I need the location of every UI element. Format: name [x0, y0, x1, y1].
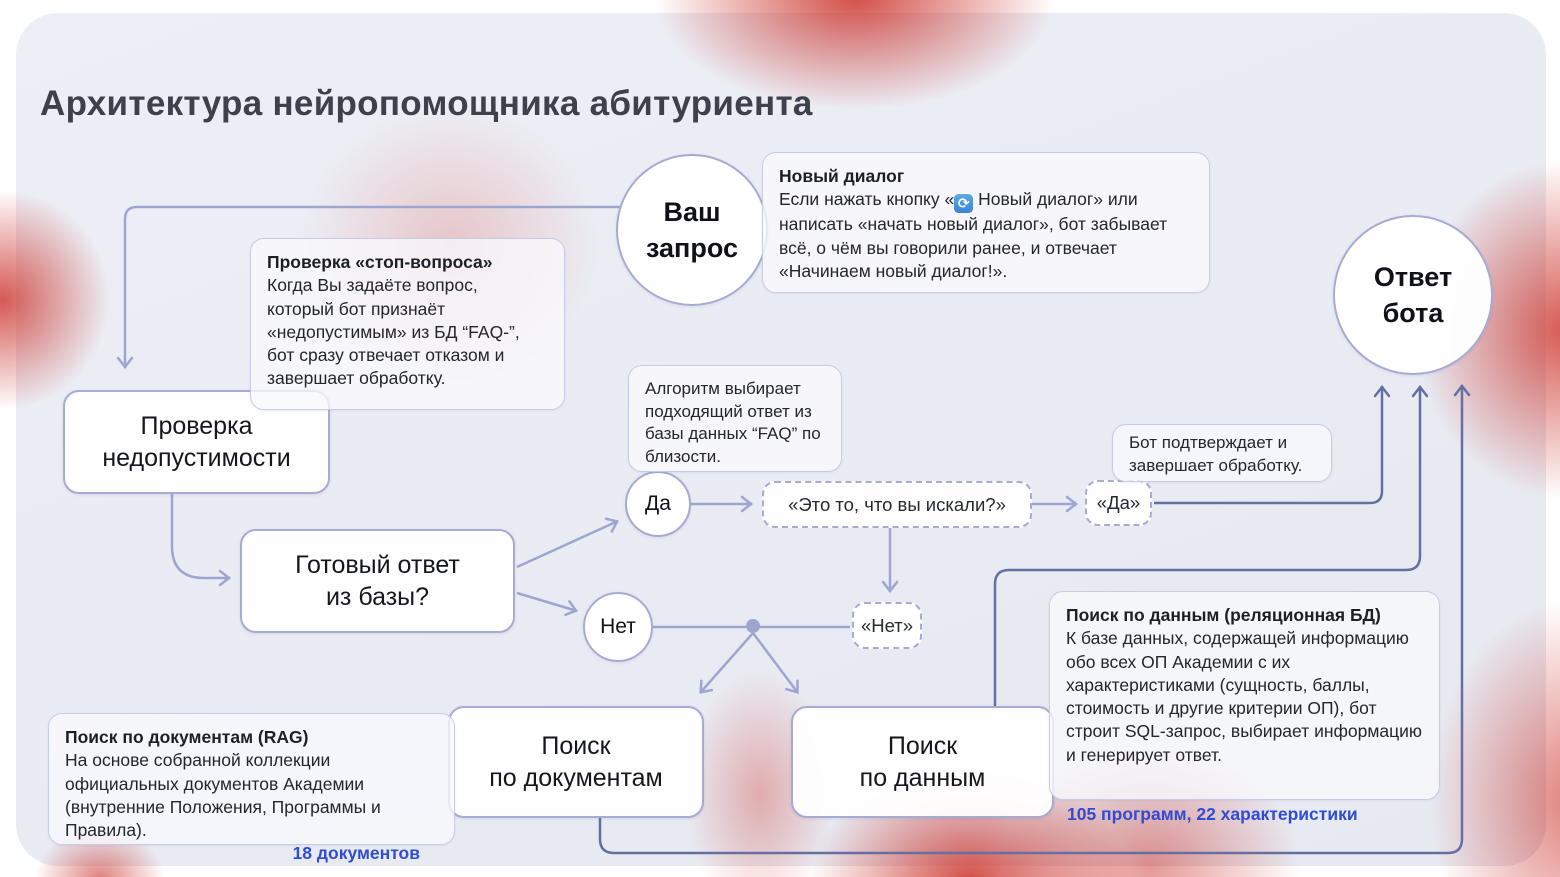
note-stop-question-body: Когда Вы задаёте вопрос, который бот при… [267, 275, 520, 389]
node-is-this-what-you-searched: «Это то, что вы искали?» [762, 481, 1032, 528]
edge-gotovy-to-da [516, 517, 619, 569]
page-title: Архитектура нейропомощника абитуриента [40, 84, 813, 123]
node-inadmissibility-check-label: Проверка недопустимости [102, 411, 291, 473]
note-rag: Поиск по документам (RAG) На основе собр… [48, 713, 455, 845]
node-yes-quoted: «Да» [1085, 480, 1152, 526]
note-new-dialog: Новый диалог Если нажать кнопку «⟳ Новый… [762, 152, 1210, 293]
node-yes-circle-label: Да [645, 492, 671, 515]
node-search-data-label: Поиск по данным [859, 731, 986, 793]
note-algorithm: Алгоритм выбирает подходящий ответ из ба… [628, 365, 842, 472]
edge-junction-to-data [752, 632, 799, 694]
note-rag-title: Поиск по документам (RAG) [65, 727, 309, 747]
note-algorithm-body: Алгоритм выбирает подходящий ответ из ба… [645, 379, 821, 466]
refresh-icon-glyph: ⟳ [957, 195, 970, 212]
junction-dot [746, 619, 760, 633]
node-yes-quoted-label: «Да» [1096, 492, 1141, 513]
note-bot-confirms: Бот подтверждает и завершает обработку. [1112, 424, 1332, 482]
node-your-request: Ваш запрос [616, 154, 768, 306]
edge-junction-to-docs [699, 632, 754, 694]
node-no-circle: Нет [583, 592, 653, 662]
node-no-quoted-label: «Нет» [860, 614, 914, 636]
node-your-request-label: Ваш запрос [645, 196, 739, 263]
node-bot-answer: Ответ бота [1333, 215, 1493, 375]
edge-daquoted-to-otvet [1154, 384, 1391, 505]
note-new-dialog-body-before: Если нажать кнопку « [779, 189, 955, 210]
note-new-dialog-body: Если нажать кнопку «⟳ Новый диалог» или … [779, 188, 1193, 283]
node-yes-circle: Да [625, 471, 691, 537]
edge-proverka-to-gotovy [170, 494, 232, 587]
node-bot-answer-label: Ответ бота [1373, 261, 1453, 328]
node-search-documents: Поиск по документам [448, 706, 704, 818]
node-search-data: Поиск по данным [791, 706, 1054, 818]
note-sql-title: Поиск по данным (реляционная БД) [1066, 605, 1381, 625]
note-stop-question-title: Проверка «стоп-вопроса» [267, 252, 493, 272]
note-sql-body: К базе данных, содержащей информацию обо… [1066, 628, 1423, 765]
new-dialog-refresh-icon: ⟳ [954, 194, 974, 214]
node-no-quoted: «Нет» [852, 602, 922, 649]
edge-gotovy-to-net [516, 591, 578, 617]
note-rag-body: На основе собранной коллекции официальны… [65, 750, 381, 841]
note-bot-confirms-body: Бот подтверждает и завершает обработку. [1129, 433, 1303, 475]
stat-documents-count: 18 документов [292, 843, 420, 863]
note-new-dialog-body-after: Новый диалог» или написать «начать новый… [779, 189, 1168, 281]
node-search-documents-label: Поиск по документам [489, 731, 663, 793]
stat-programs-count: 105 программ, 22 характеристики [1067, 804, 1358, 824]
note-new-dialog-title: Новый диалог [779, 166, 905, 186]
node-ready-answer: Готовый ответ из базы? [240, 529, 515, 633]
node-is-this-what-you-searched-label: «Это то, что вы искали?» [788, 493, 1006, 515]
node-no-circle-label: Нет [600, 615, 636, 638]
note-stop-question: Проверка «стоп-вопроса» Когда Вы задаёте… [250, 238, 565, 410]
edge-data-to-otvet [993, 384, 1429, 706]
edge-vash-to-proverka [116, 205, 620, 370]
note-sql: Поиск по данным (реляционная БД) К базе … [1049, 591, 1440, 800]
node-ready-answer-label: Готовый ответ из базы? [295, 550, 460, 612]
